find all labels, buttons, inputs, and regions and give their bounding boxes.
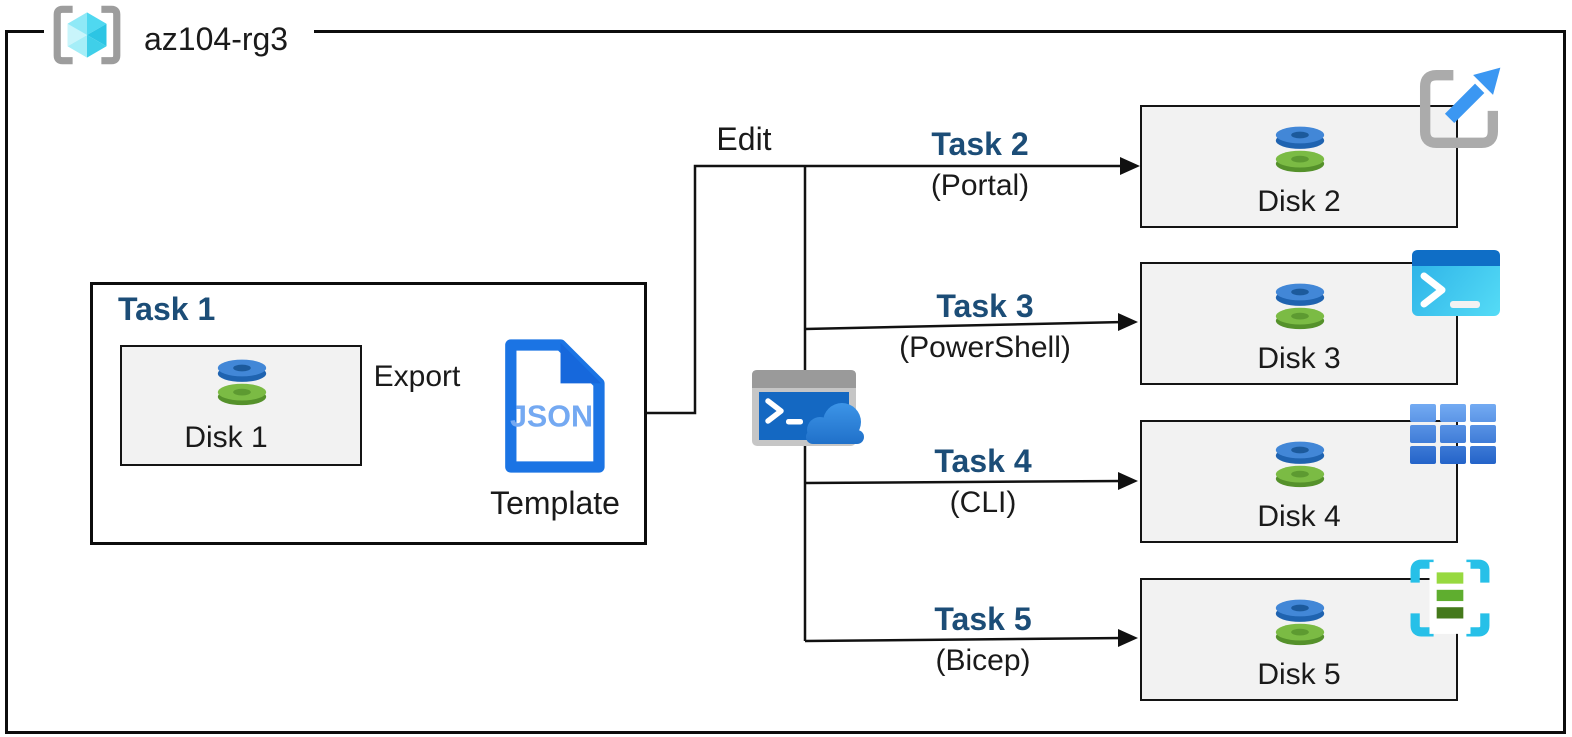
task1-title: Task 1 [118, 291, 216, 327]
managed-disk-icon [1272, 279, 1328, 331]
disk1-label: Disk 1 [184, 421, 268, 454]
disk3-box [1140, 262, 1458, 385]
task2-method: (Portal) [930, 169, 1030, 202]
bicep-template-icon [1410, 559, 1490, 637]
managed-disk-icon [1272, 595, 1328, 647]
disk2-label: Disk 2 [1257, 185, 1341, 218]
open-portal-icon [1419, 67, 1501, 149]
powershell-terminal-icon [1412, 250, 1500, 316]
json-badge-text: JSON [510, 399, 593, 433]
disk2-box [1140, 105, 1458, 228]
cloud-shell-icon [752, 370, 864, 446]
resource-group-icon [53, 5, 121, 65]
managed-disk-icon [1272, 437, 1328, 489]
task4-method: (CLI) [949, 486, 1017, 519]
disk3-label: Disk 3 [1257, 342, 1341, 375]
task4-title: Task 4 [934, 443, 1032, 479]
edit-label: Edit [716, 121, 772, 157]
task5-method: (Bicep) [935, 644, 1031, 677]
template-label: Template [490, 485, 620, 521]
export-label: Export [373, 360, 461, 393]
task3-method: (PowerShell) [899, 331, 1071, 364]
boundary-label-gap [44, 26, 314, 37]
task5-title: Task 5 [934, 601, 1032, 637]
cloud-glyph [806, 403, 864, 444]
resource-group-name: az104-rg3 [144, 21, 289, 57]
cli-grid-icon [1410, 404, 1496, 464]
json-file-icon: JSON [505, 339, 605, 473]
resource-group-boundary [5, 30, 1566, 734]
managed-disk-icon [214, 355, 270, 407]
disk5-label: Disk 5 [1257, 658, 1341, 691]
managed-disk-icon [1272, 122, 1328, 174]
task3-title: Task 3 [936, 288, 1034, 324]
disk4-label: Disk 4 [1257, 500, 1341, 533]
task2-title: Task 2 [931, 126, 1029, 162]
